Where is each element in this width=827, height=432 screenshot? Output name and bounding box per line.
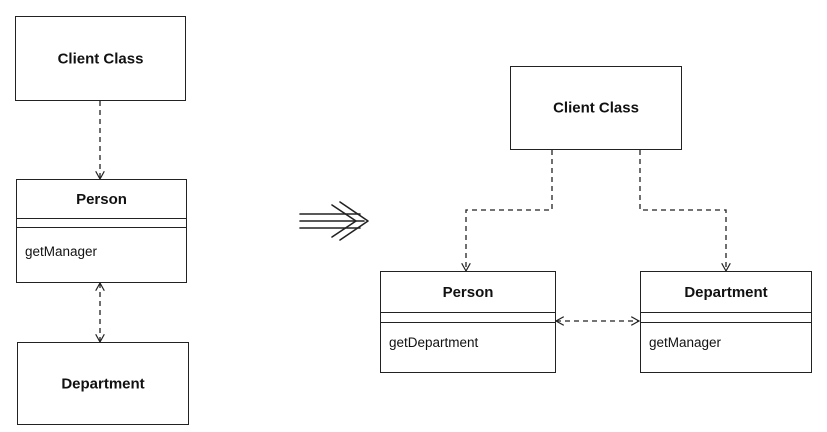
right-person-method: getDepartment — [389, 335, 479, 350]
right-person-class-box: Person getDepartment — [380, 271, 556, 373]
left-department-class-box: Department — [17, 342, 189, 425]
left-client-class-box: Client Class — [15, 16, 186, 101]
right-client-to-person-arrow — [466, 150, 553, 271]
right-department-method: getManager — [649, 335, 722, 350]
right-department-class-box: Department getManager — [640, 271, 812, 373]
right-department-class-name: Department — [684, 283, 768, 301]
left-department-class-name: Department — [61, 375, 145, 392]
right-person-class-name: Person — [442, 283, 494, 301]
left-person-separator-2 — [17, 227, 186, 228]
transform-arrow-icon — [299, 201, 369, 241]
left-person-method: getManager — [25, 244, 98, 259]
right-department-separator-1 — [641, 312, 811, 313]
right-person-separator-1 — [381, 312, 555, 313]
left-person-class-box: Person getManager — [16, 179, 187, 283]
left-person-separator-1 — [17, 218, 186, 219]
left-client-class-name: Client Class — [57, 50, 144, 67]
right-department-separator-2 — [641, 322, 811, 323]
right-client-class-name: Client Class — [553, 99, 639, 117]
right-person-separator-2 — [381, 322, 555, 323]
right-client-class-box: Client Class — [510, 66, 682, 150]
left-person-class-name: Person — [76, 190, 127, 208]
right-client-to-department-arrow — [639, 150, 726, 271]
